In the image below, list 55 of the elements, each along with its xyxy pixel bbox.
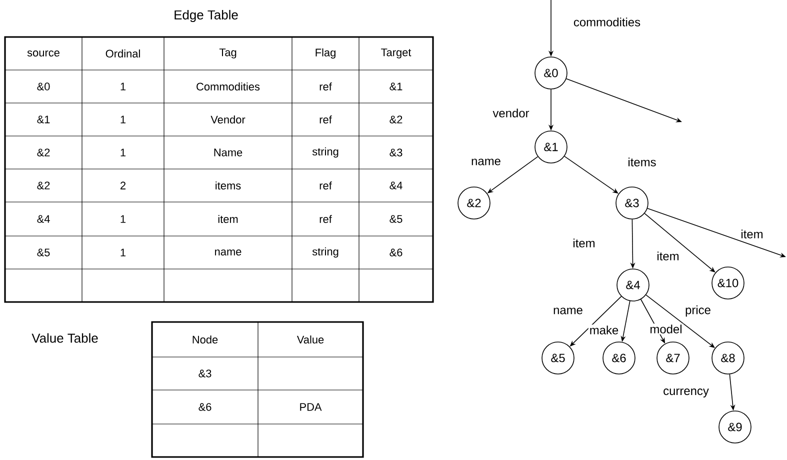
table-cell: Target: [381, 48, 412, 58]
table-cell: &1: [390, 82, 402, 90]
table-cell: &6: [198, 403, 212, 411]
table-cell: Flag: [316, 48, 336, 59]
edge-label: vendor: [492, 108, 530, 118]
table-cell: &6: [390, 248, 402, 256]
table-cell: &0: [37, 82, 50, 90]
table-cell: Tag: [219, 48, 236, 58]
table-cell: ref: [320, 214, 332, 224]
table-cell: items: [216, 181, 241, 190]
table-cell: Name: [214, 148, 242, 156]
table-cell: &3: [390, 148, 402, 156]
table-cell: 1: [120, 248, 126, 256]
edge-label: item: [656, 250, 680, 262]
table-cell: &3: [198, 370, 212, 378]
table-cell: &4: [390, 182, 402, 190]
table-cell: &4: [37, 215, 50, 223]
table-cell: source: [27, 50, 60, 56]
table-cell: &5: [390, 215, 402, 223]
table-cell: 1: [120, 215, 126, 223]
table-cell: &1: [37, 116, 50, 124]
table-cell: 1: [120, 148, 126, 156]
table-cell: Commodities: [196, 82, 260, 91]
table-cell: string: [312, 247, 338, 258]
table-cell: Ordinal: [106, 49, 140, 58]
table-cell: &2: [390, 116, 402, 124]
edge-label: make: [588, 324, 620, 336]
table-cell: 2: [120, 182, 126, 190]
table-cell: name: [215, 250, 242, 256]
table-cell: &5: [37, 248, 50, 256]
table-cell: &2: [37, 148, 50, 156]
edge-label: model: [648, 324, 684, 334]
edge-label: name: [552, 306, 584, 316]
table-cell: ref: [320, 82, 332, 91]
table-cell: ref: [320, 181, 332, 190]
table-cell: 1: [120, 116, 126, 124]
edge-label: currency: [662, 388, 710, 398]
table-cell: Vendor: [210, 115, 246, 124]
edge-label: item: [740, 228, 764, 240]
edge-label: item: [572, 238, 596, 248]
table-cell: string: [312, 147, 338, 158]
table-cell: ref: [320, 115, 332, 124]
table-title: Value Table: [32, 333, 98, 343]
table-cell: &2: [37, 182, 50, 190]
edge-label: items: [626, 156, 658, 168]
arrow: [646, 294, 715, 348]
edge-label: name: [470, 158, 502, 166]
edge-label: price: [684, 304, 712, 318]
table-cell: Value: [296, 335, 324, 344]
edge-label: commodities: [572, 16, 642, 28]
table-cell: Node: [192, 335, 218, 344]
table-cell: item: [218, 214, 238, 224]
table-cell: PDA: [300, 403, 322, 411]
table-cell: 1: [120, 82, 126, 90]
table-title: Edge Table: [174, 10, 238, 22]
